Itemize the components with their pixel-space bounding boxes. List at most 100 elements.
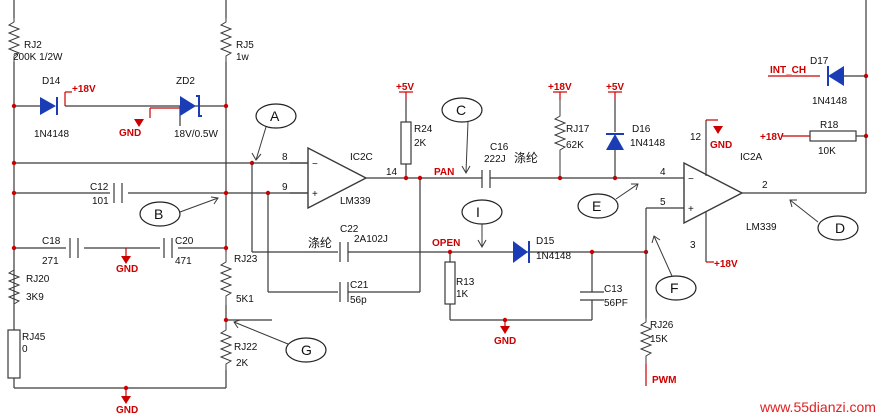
rj2-ref: RJ2	[24, 40, 42, 51]
d15-value: 1N4148	[536, 251, 571, 262]
open-network: OPEN R13 1K D15 1N4148 C13 56PF GND	[432, 236, 649, 347]
resistor-rj45: RJ45 0	[7, 329, 46, 379]
r13-value: 1K	[456, 289, 469, 300]
ic2c-pin-minus: 8	[282, 152, 288, 163]
resistor-rj23: RJ23 5K1	[219, 252, 258, 305]
d16-value: 1N4148	[630, 138, 665, 149]
callout-i: D	[789, 199, 859, 241]
ic2a-value: LM339	[746, 222, 777, 233]
ic2a-pin-minus: 4	[660, 167, 666, 178]
ic2c-pin-out: 14	[386, 167, 398, 178]
rj20-ref: RJ20	[26, 274, 50, 285]
svg-text:D: D	[835, 220, 845, 236]
net-open: OPEN	[432, 238, 460, 249]
svg-text:G: G	[301, 342, 312, 358]
c12-value: 101	[92, 196, 109, 207]
callout-g: I	[461, 199, 503, 249]
gnd-icon	[500, 326, 510, 334]
c18-ref: C18	[42, 236, 61, 247]
callout-c: C	[441, 97, 483, 175]
svg-text:B: B	[154, 206, 163, 222]
rj17-ref: RJ17	[566, 124, 590, 135]
ic2a-pin-gnd: 12	[690, 132, 702, 143]
d14-ref: D14	[42, 76, 61, 87]
gnd-icon	[121, 396, 131, 404]
rj5-value: 1w	[236, 52, 250, 63]
rj2-value: 200K 1/2W	[13, 52, 63, 63]
r18-ref: R18	[820, 120, 839, 131]
gnd-label: GND	[710, 140, 732, 151]
c12-ref: C12	[90, 182, 109, 193]
rj45-value: 0	[22, 344, 28, 355]
net-int-ch: INT_CH	[770, 65, 806, 76]
d15-ref: D15	[536, 236, 555, 247]
callout-a: A	[251, 103, 297, 161]
capacitor-c20: C20 471	[163, 236, 194, 267]
resistor-rj2: RJ2 200K 1/2W	[7, 18, 63, 63]
ic2c-ref: IC2C	[350, 152, 373, 163]
c21-value: 56p	[350, 295, 367, 306]
rj23-value: 5K1	[236, 294, 254, 305]
feedback-network: 涤纶 C22 2A102J C21 56p	[251, 163, 646, 306]
c20-ref: C20	[175, 236, 194, 247]
zd2-value: 18V/0.5W	[174, 129, 218, 140]
resistor-rj20: RJ20 3K9	[7, 262, 50, 310]
comparator-ic2c: − + 8 9 14 IC2C LM339	[282, 146, 482, 210]
zd2-ref: ZD2	[176, 76, 195, 87]
resistor-rj22: RJ22 2K	[219, 320, 258, 370]
pan-c16: PAN C16 222J 涤纶	[434, 142, 684, 188]
d17-ref: D17	[810, 56, 829, 67]
comparator-ic2a: − + 4 5 2 3 12 IC2A LM339 GND +18V	[646, 119, 866, 270]
callout-f: G	[233, 319, 327, 363]
svg-text:A: A	[270, 108, 280, 124]
c22-note: 涤纶	[308, 236, 332, 250]
r13-ref: R13	[456, 277, 475, 288]
svg-text:F: F	[670, 280, 679, 296]
junction-dots-left	[11, 103, 271, 391]
rj17-supply-label: +18V	[548, 82, 572, 93]
c22-ref: C22	[340, 224, 359, 235]
gnd-label: GND	[494, 336, 516, 347]
c21-ref: C21	[350, 280, 369, 291]
net-pan: PAN	[434, 167, 454, 178]
c16-note: 涤纶	[514, 151, 538, 165]
r24-value: 2K	[414, 138, 427, 149]
c20-value: 471	[175, 256, 192, 267]
d17-value: 1N4148	[812, 96, 847, 107]
rj20-value: 3K9	[26, 292, 44, 303]
rj23-ref: RJ23	[234, 254, 258, 265]
r24-ref: R24	[414, 124, 433, 135]
capacitor-c12: C12 101	[90, 182, 123, 207]
output-network: INT_CH D17 1N4148 +18V R18 10K	[760, 0, 869, 193]
watermark: www.55dianzi.com	[759, 399, 876, 415]
d16-supply-label: +5V	[606, 82, 624, 93]
svg-text:C: C	[456, 102, 466, 118]
callout-b: B	[139, 196, 219, 227]
rj22-value: 2K	[236, 358, 249, 369]
c22-value: 2A102J	[354, 234, 388, 245]
rj17-value: 62K	[566, 140, 584, 151]
ic2a-vcc-label: +18V	[714, 259, 738, 270]
zd2-gnd-label: GND	[119, 128, 141, 139]
d14-value: 1N4148	[34, 129, 69, 140]
d16-ref: D16	[632, 124, 651, 135]
rj26-ref: RJ26	[650, 320, 674, 331]
diode-d16: +5V D16 1N4148	[606, 82, 665, 178]
ic2a-ref: IC2A	[740, 152, 763, 163]
zener-zd2: GND ZD2 18V/0.5W	[119, 76, 218, 140]
resistor-rj26: RJ26 15K PWM	[639, 208, 676, 386]
ic2a-pin-vcc: 3	[690, 240, 696, 251]
svg-text:I: I	[476, 204, 480, 220]
ic2a-pin-plus: 5	[660, 197, 666, 208]
r24-supply-label: +5V	[396, 82, 414, 93]
c13-value: 56PF	[604, 298, 628, 309]
c18-value: 271	[42, 256, 59, 267]
svg-text:+: +	[312, 189, 318, 200]
svg-text:+: +	[688, 204, 694, 215]
c16-ref: C16	[490, 142, 509, 153]
gnd-icon	[121, 256, 131, 264]
resistor-r24: +5V R24 2K	[396, 82, 433, 181]
rj45-ref: RJ45	[22, 332, 46, 343]
svg-text:−: −	[312, 159, 318, 170]
